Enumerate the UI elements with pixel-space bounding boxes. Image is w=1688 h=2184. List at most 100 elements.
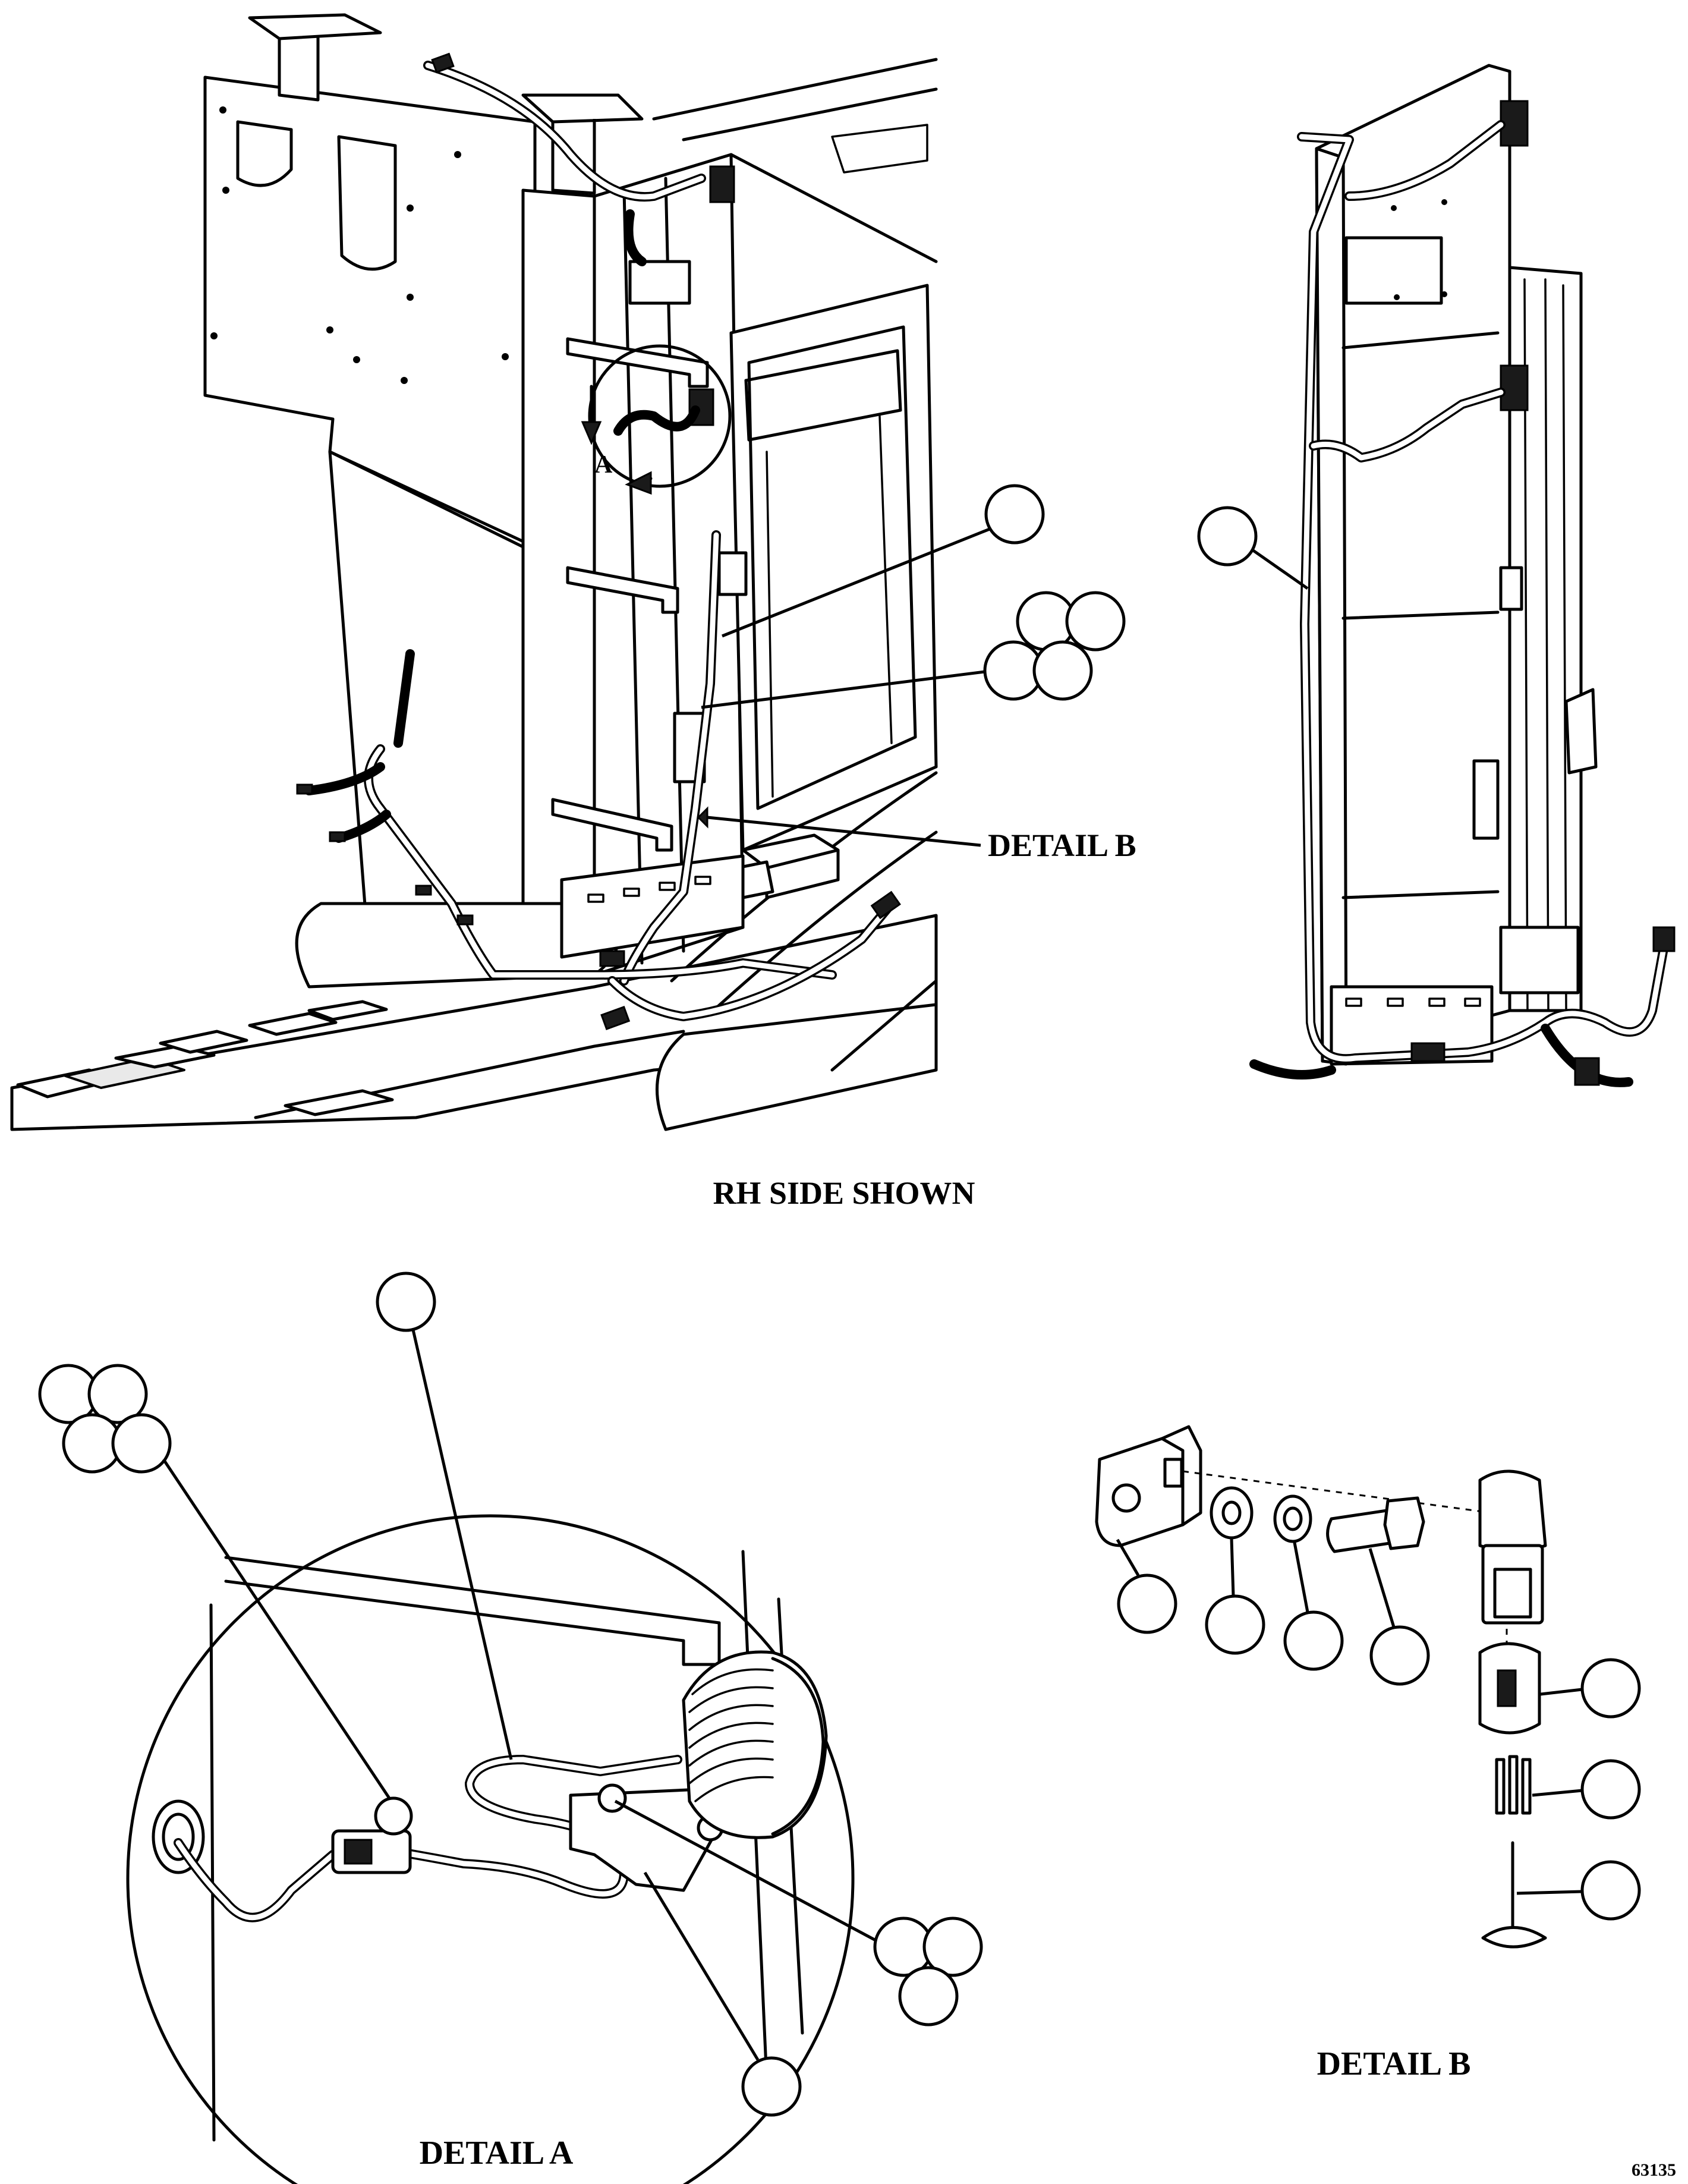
frame-edge-2: [664, 177, 685, 953]
callout-bubble: [376, 1272, 436, 1332]
detail-b-leader-dot: [697, 806, 708, 829]
detail-a-work-lamp: [682, 1650, 828, 1839]
detail-b-bracket: [1095, 1437, 1185, 1547]
top-post-right: [521, 93, 644, 195]
side-cab-view: [1197, 64, 1676, 1087]
callout-leader: [701, 670, 985, 709]
callout-leader: [162, 1458, 391, 1799]
detail-a-arrowhead-2: [625, 471, 652, 495]
detail-b-leader: [707, 816, 981, 847]
detail-b-bracket-hole: [1111, 1483, 1141, 1513]
callout-bubble: [1580, 1759, 1641, 1820]
detail-b-bracket-clip: [1163, 1458, 1183, 1488]
side-view-frame-line-3: [1562, 284, 1567, 1012]
rh-side-shown-label: RH SIDE SHOWN: [713, 1175, 975, 1211]
detail-a-bar: [224, 1556, 721, 1666]
main-cab-view: A DETAIL B: [10, 13, 1136, 1131]
lower-pillar: [328, 450, 525, 977]
panel-cutout-right: [337, 135, 397, 271]
detail-a-boundary: [126, 1514, 855, 2184]
callout-leader: [1368, 1548, 1396, 1628]
detail-a-frame-left: [209, 1603, 216, 2142]
callout-bubble: [1283, 1610, 1344, 1671]
callout-bubble: [1580, 1658, 1641, 1719]
callout-bubble: [87, 1364, 148, 1424]
side-view-base-slots: [1345, 997, 1481, 1007]
top-label-plate: [628, 260, 691, 305]
callout-leader: [411, 1329, 513, 1760]
detail-b-wedge-slot: [1497, 1669, 1517, 1707]
detail-b-lock-washer: [1273, 1494, 1312, 1543]
roof-rail-1: [652, 58, 938, 121]
side-view-frame-line-2: [1544, 278, 1550, 1012]
window-top-rail: [744, 349, 902, 442]
side-view-switch: [1499, 566, 1523, 611]
detail-b-tool-handle: [1481, 1926, 1547, 1949]
callout-bubble: [984, 484, 1045, 545]
callout-bubble: [1369, 1625, 1430, 1686]
detail-a-lamp-fins: [688, 1668, 774, 1802]
side-view-connectors: [1410, 926, 1676, 1086]
side-view-panel-divider-3: [1341, 890, 1500, 899]
detail-b-flat-washer: [1210, 1486, 1254, 1540]
detail-a-title: DETAIL A: [420, 2135, 574, 2172]
window-inner-line: [766, 415, 893, 798]
callout-leader: [1540, 1688, 1583, 1696]
detail-a-view: [38, 1272, 983, 2184]
detail-b-terminal-pins: [1495, 1755, 1532, 1815]
base-tube-right: [655, 1003, 938, 1131]
callout-bubble: [922, 1916, 983, 1977]
detail-a-clip-bolt: [374, 1796, 413, 1836]
detail-b-bolt: [1326, 1508, 1396, 1553]
side-view-front-strip: [1315, 147, 1348, 1066]
callout-bubble: [1197, 506, 1258, 567]
callout-leader: [722, 527, 990, 638]
callout-leader: [1251, 548, 1309, 590]
callout-leader: [1532, 1789, 1583, 1797]
roof-rail-3: [729, 153, 938, 263]
branch-wire-1: [304, 762, 385, 795]
side-view-panel-divider-1: [1341, 331, 1500, 350]
callout-bubble: [1032, 640, 1093, 701]
panel-cutout-left: [236, 120, 293, 187]
callout-bubble: [741, 2056, 802, 2117]
relay-box: [717, 551, 748, 596]
callout-bubble: [1065, 591, 1126, 652]
callout-leader: [1116, 1538, 1140, 1576]
side-view-mid-lamp: [1500, 364, 1529, 411]
base-plate-slots: [587, 876, 711, 903]
callout-leader: [1230, 1538, 1235, 1597]
detail-a-circle: [588, 344, 732, 488]
detail-b-connector-lower: [1493, 1568, 1532, 1619]
window-opening: [747, 325, 917, 810]
rear-frame-curve-2: [711, 830, 938, 1012]
side-view-window-handle: [1564, 688, 1598, 775]
detail-a-wire: [613, 405, 700, 436]
detail-b-bracket-tab: [1160, 1425, 1202, 1527]
detail-b-bolt-head: [1383, 1496, 1425, 1550]
callout-bubble: [898, 1966, 959, 2026]
detail-b-assembly-axis: [1182, 1470, 1492, 1514]
detail-b-title: DETAIL B: [1317, 2045, 1471, 2082]
detail-b-callout-label: DETAIL B: [988, 827, 1136, 863]
post-base-plate: [560, 854, 745, 959]
side-view-step: [1499, 926, 1580, 995]
callout-leader: [643, 1871, 760, 2061]
upper-work-lamp: [709, 165, 735, 203]
side-view-panel-divider-2: [1341, 610, 1500, 620]
window-frame: [729, 284, 938, 852]
callout-bubble: [1205, 1594, 1265, 1655]
detail-b-view: [1095, 1425, 1641, 1949]
side-view-base-plate: [1330, 985, 1494, 1066]
callout-bubble: [1117, 1574, 1177, 1634]
detail-a-bracket-nut: [597, 1783, 627, 1813]
rear-frame-curve-3: [830, 979, 938, 1072]
roof-handle: [831, 124, 928, 174]
callout-bubble: [111, 1413, 172, 1474]
floor-pads: [16, 1000, 394, 1116]
detail-a-connector: [344, 1839, 373, 1865]
detail-b-connector-housing: [1478, 1469, 1547, 1553]
branch-wire-3: [393, 649, 415, 748]
